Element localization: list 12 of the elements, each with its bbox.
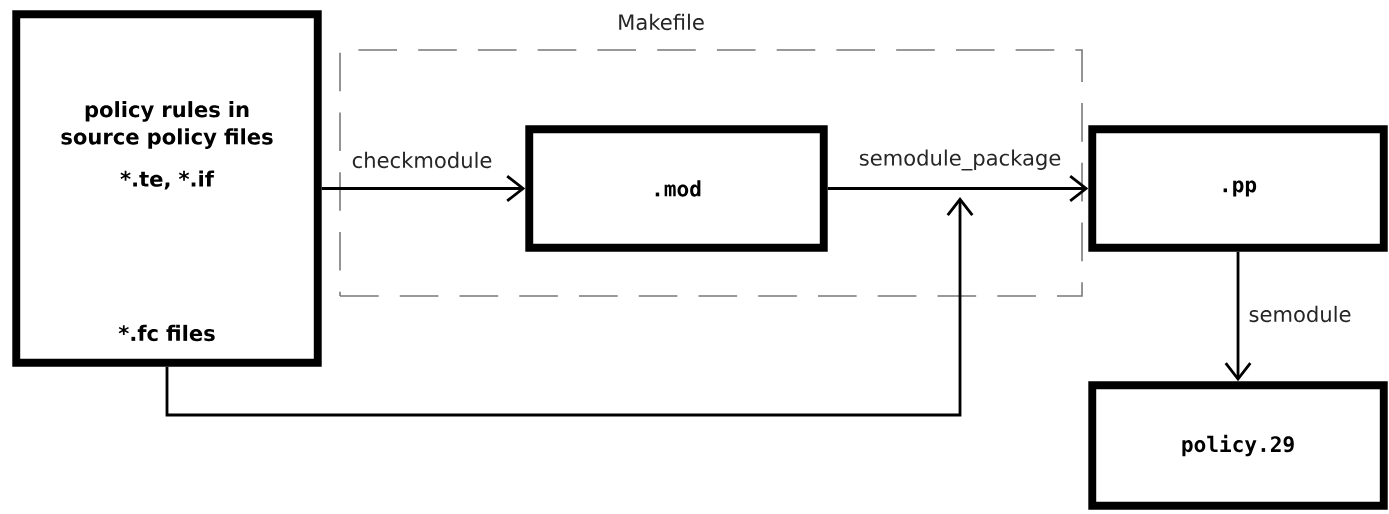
source-box: policy rules in source policy files *.te, *.if *.fc files [12,10,322,367]
file-box: policy.29 [1088,381,1388,510]
edge-label: semodule_package [856,146,1064,174]
arrow [165,197,974,417]
arrow [321,175,526,202]
arrow [827,175,1089,202]
edge-label: semodule [1245,303,1355,325]
file-box: .mod [525,125,828,252]
arrow [1224,251,1252,382]
node-label: Makefile [619,13,704,31]
edge-label: checkmodule [349,149,496,171]
file-box: .pp [1088,125,1388,252]
